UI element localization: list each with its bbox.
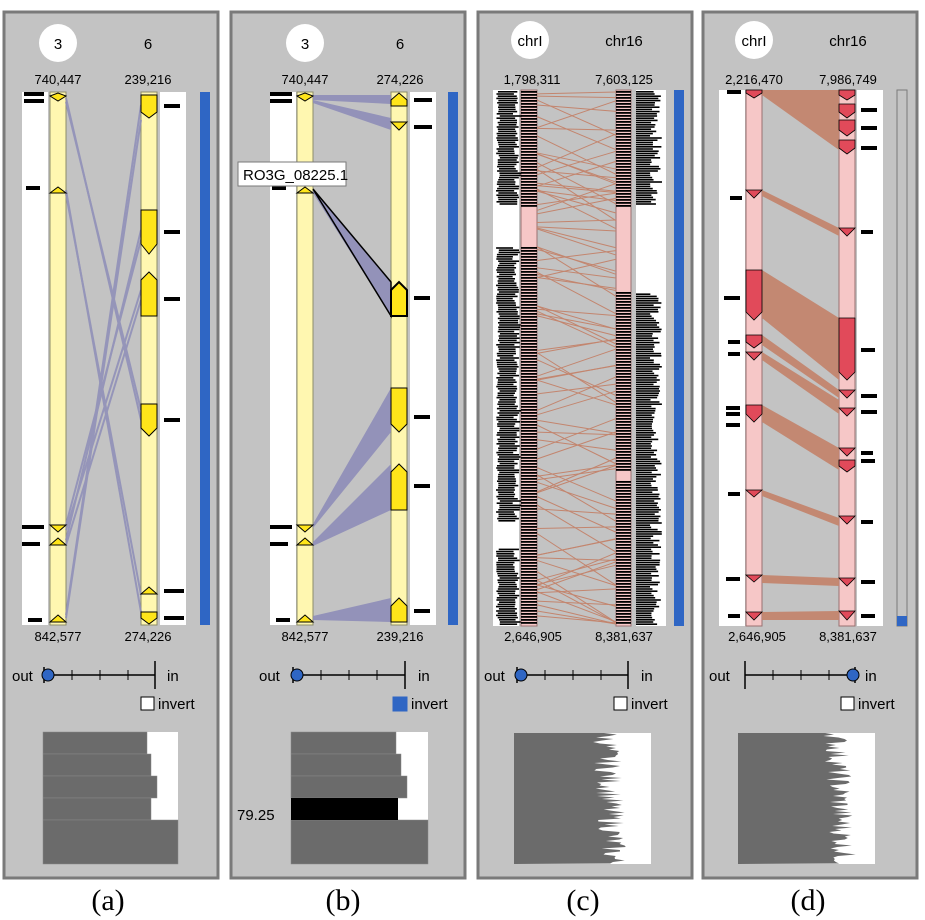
panel-a: 3 6 740,447 239,216: [2, 10, 220, 880]
scrollbar[interactable]: [448, 92, 458, 625]
right-track: [857, 90, 883, 626]
right-track: [410, 92, 436, 625]
scrollbar[interactable]: [674, 90, 684, 626]
annotation-ticks: [724, 90, 877, 618]
invert-checkbox[interactable]: invert: [613, 696, 669, 713]
right-top-coord: 7,986,749: [819, 72, 877, 87]
right-chrom-label: 6: [396, 36, 404, 53]
zoom-slider[interactable]: out in: [709, 661, 877, 689]
slider-out-label: out: [12, 668, 34, 685]
left-genes: [521, 91, 537, 624]
slider-in-label: in: [641, 668, 653, 685]
left-bottom-coord: 842,577: [35, 629, 82, 644]
panel-c: chrI chr16 1,798,311 7,603,125 2,646,905…: [476, 10, 694, 880]
right-chrom-label: chr16: [829, 33, 867, 50]
left-chrom-label: 3: [301, 36, 309, 53]
gene-tooltip: RO3G_08225.1: [237, 161, 348, 187]
genes: [48, 92, 159, 625]
right-chrom-label: 6: [144, 36, 152, 53]
right-top-coord: 274,226: [377, 72, 424, 87]
histogram: [42, 731, 179, 865]
slider-out-label: out: [484, 668, 506, 685]
slider-in-label: in: [865, 668, 877, 685]
histogram-highlight-bar: [291, 798, 398, 820]
histogram: [514, 733, 651, 864]
left-chrom-badge: [39, 24, 77, 62]
annotation-ticks: [270, 92, 432, 622]
caption-a: (a): [91, 884, 124, 917]
left-top-coord: 740,447: [35, 72, 82, 87]
left-top-coord: 2,216,470: [725, 72, 783, 87]
genes: [744, 89, 856, 621]
slider-out-label: out: [709, 668, 731, 685]
left-chromosome: [296, 91, 314, 626]
zoom-slider[interactable]: out in: [484, 661, 653, 689]
left-chrom-label: chrI: [741, 33, 766, 50]
invert-label: invert: [631, 696, 669, 713]
slider-out-label: out: [259, 668, 281, 685]
scrollbar[interactable]: [896, 89, 908, 627]
right-annotations: [636, 91, 662, 625]
left-bottom-coord: 842,577: [282, 629, 329, 644]
left-track: [719, 90, 745, 626]
genes: [295, 92, 409, 623]
right-chromosome: [390, 91, 408, 626]
invert-label: invert: [411, 696, 449, 713]
left-top-coord: 740,447: [282, 72, 329, 87]
slider-handle[interactable]: [846, 668, 860, 682]
invert-checkbox[interactable]: invert: [140, 696, 196, 713]
zoom-slider[interactable]: out in: [12, 661, 179, 689]
left-bottom-coord: 2,646,905: [728, 629, 786, 644]
right-bottom-coord: 239,216: [377, 629, 424, 644]
slider-handle[interactable]: [514, 668, 528, 682]
zoom-slider[interactable]: out in: [259, 661, 430, 689]
right-chrom-label: chr16: [605, 33, 643, 50]
left-chrom-badge: [735, 21, 773, 59]
slider-handle[interactable]: [41, 668, 55, 682]
invert-checkbox[interactable]: invert: [840, 696, 896, 713]
caption-d: (d): [791, 884, 826, 917]
left-chrom-badge: [286, 24, 324, 62]
histogram: 79.25: [237, 731, 429, 865]
right-top-coord: 7,603,125: [595, 72, 653, 87]
right-genes: [616, 91, 631, 624]
gene-label: RO3G_08225.1: [243, 167, 348, 184]
caption-c: (c): [566, 884, 599, 917]
right-top-coord: 239,216: [125, 72, 172, 87]
synteny-links: [762, 90, 839, 620]
left-chrom-label: 3: [54, 36, 62, 53]
scrollbar[interactable]: [200, 92, 210, 625]
synteny-links: [536, 91, 617, 625]
right-bottom-coord: 8,381,637: [595, 629, 653, 644]
panel-b: 3 6 740,447 274,226: [229, 10, 467, 880]
left-top-coord: 1,798,311: [504, 72, 561, 87]
slider-handle[interactable]: [290, 668, 304, 682]
left-chrom-label: chrI: [517, 33, 542, 50]
left-annotations: [496, 91, 522, 625]
right-bottom-coord: 274,226: [125, 629, 172, 644]
slider-in-label: in: [418, 668, 430, 685]
right-chromosome: [140, 91, 158, 626]
left-chromosome: [49, 91, 67, 626]
left-track: [22, 92, 48, 625]
right-track: [160, 92, 186, 625]
invert-checkbox[interactable]: invert: [392, 696, 449, 713]
panel-d: chrI chr16 2,216,470 7,986,749: [701, 10, 919, 880]
right-bottom-coord: 8,381,637: [819, 629, 877, 644]
left-chrom-badge: [511, 21, 549, 59]
caption-b: (b): [326, 884, 361, 917]
scrollbar-thumb[interactable]: [897, 616, 907, 626]
slider-in-label: in: [167, 668, 179, 685]
left-bottom-coord: 2,646,905: [504, 629, 562, 644]
invert-label: invert: [158, 696, 196, 713]
histogram-value: 79.25: [237, 807, 275, 824]
annotation-ticks: [22, 92, 184, 622]
synteny-links: [65, 97, 142, 619]
histogram: [738, 733, 875, 864]
invert-label: invert: [858, 696, 896, 713]
